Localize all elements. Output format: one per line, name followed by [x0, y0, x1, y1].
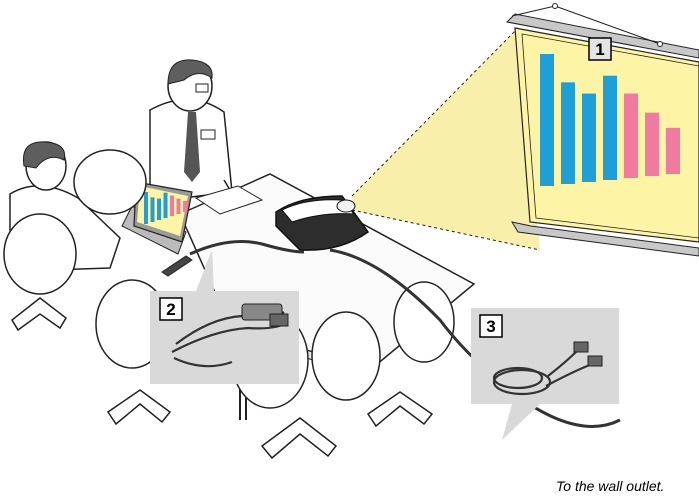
callout-number-1: 1 — [595, 40, 604, 59]
plug-connector-icon — [573, 341, 589, 353]
callout-panel-3 — [471, 308, 619, 440]
callout-panel-2 — [150, 250, 299, 384]
document-paper — [194, 185, 264, 215]
laptop-bar-1 — [144, 192, 148, 224]
laptop-bar-5 — [170, 195, 174, 216]
presenter — [149, 59, 241, 207]
projector — [275, 195, 370, 251]
screen-bar-4 — [603, 75, 617, 180]
screen-bar-1 — [540, 54, 554, 186]
callout-box-1 — [588, 37, 612, 61]
remote-control-icon — [161, 255, 193, 277]
laptop-bar-3 — [157, 198, 161, 220]
screen-bar-chart — [540, 54, 680, 186]
callout-number-3: 3 — [486, 317, 495, 336]
plug-connector-end-icon — [587, 355, 603, 367]
laptop-computer — [121, 181, 193, 255]
beam-edge-bottom — [351, 209, 541, 251]
projection-beam — [352, 28, 540, 250]
callout-box-3 — [479, 314, 503, 338]
chair-back-left — [3, 149, 147, 332]
callout-box-2 — [159, 297, 183, 321]
screen-bar-2 — [561, 82, 575, 184]
screen-bar-3 — [582, 93, 596, 182]
laptop-bar-6 — [176, 198, 181, 214]
projection-screen — [505, 3, 699, 257]
callout-number-2: 2 — [166, 300, 175, 319]
wall-outlet-caption: To the wall outlet. — [556, 478, 665, 494]
laptop-bar-4 — [163, 192, 168, 218]
vga-connector-end-icon — [269, 313, 289, 327]
screen-bar-5 — [624, 93, 638, 178]
laptop-bar-chart — [144, 192, 187, 224]
laptop-bar-7 — [183, 200, 187, 212]
screen-bar-6 — [645, 112, 659, 176]
laptop-bar-2 — [150, 197, 155, 222]
computer-cable — [189, 240, 305, 256]
screen-bar-7 — [666, 127, 680, 174]
